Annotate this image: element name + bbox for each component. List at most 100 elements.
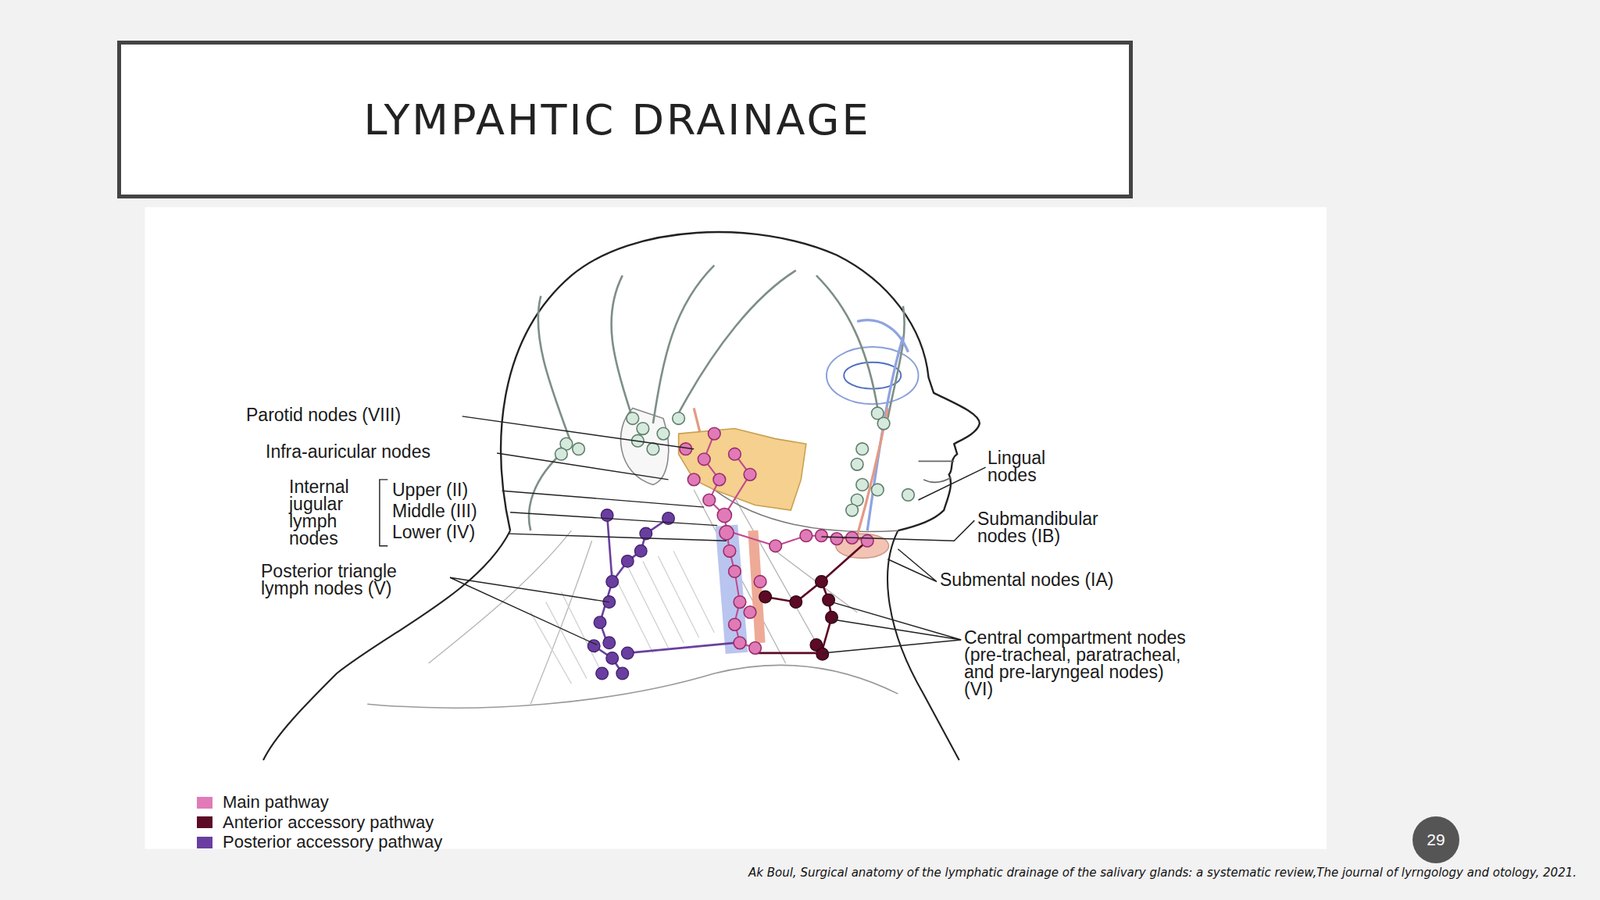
lymph-node-dot [657, 427, 670, 440]
leader-line [462, 416, 694, 450]
legend-row: Anterior accessory pathway [196, 812, 434, 833]
lymph-node-dot [728, 565, 742, 579]
lymph-node-dot [606, 575, 619, 589]
lymph-node-dot [846, 503, 859, 517]
slide-title: LYMPAHTIC DRAINAGE [363, 95, 871, 145]
facial-vein [857, 320, 908, 531]
anatomy-label: Submental nodes (IA) [939, 571, 1114, 589]
lymph-node-dot [733, 636, 747, 650]
lymph-node-dot [728, 618, 742, 632]
lymph-node-dot [815, 529, 829, 543]
leader-line [887, 549, 937, 583]
legend-label: Main pathway [222, 792, 329, 813]
muscle-hatching [530, 550, 715, 684]
lymph-node-dot [816, 647, 829, 661]
lymph-node-dot [743, 606, 757, 619]
lymph-node-dot [703, 493, 716, 507]
page-number-badge: 29 [1412, 816, 1460, 864]
leader-line [496, 453, 668, 480]
lymph-node-dot [719, 525, 734, 540]
lymph-node-dot [728, 447, 742, 461]
lymph-node-dot [626, 412, 640, 425]
anatomy-label: Lower (IV) [392, 523, 475, 541]
clavicle-outline [367, 664, 898, 708]
lymph-node-dot [871, 483, 884, 497]
lymph-node-dot [555, 447, 568, 461]
lymph-node-dot [600, 509, 614, 522]
legend-swatch [196, 816, 213, 829]
lymph-node-dot [621, 646, 634, 660]
title-box: LYMPAHTIC DRAINAGE [117, 40, 1133, 199]
lymph-node-dot [733, 596, 747, 609]
anatomy-label: Submandibular nodes (IB) [977, 510, 1126, 545]
leader-line [450, 577, 610, 645]
lymph-node-dot [697, 453, 711, 466]
lymph-node-dot [769, 539, 783, 553]
lymph-node-dot [616, 667, 629, 680]
lymphatic-vessel [528, 265, 905, 532]
lymph-node-dot [687, 473, 700, 486]
lymph-node-dot [596, 667, 609, 680]
anterior-pathway-line [755, 540, 868, 654]
lymph-node-dot [646, 442, 660, 456]
leader-line [918, 467, 986, 500]
legend-swatch [196, 836, 213, 849]
leader-line [510, 512, 718, 526]
head-outline [500, 232, 980, 531]
citation: Ak Boul, Surgical anatomy of the lymphat… [748, 865, 1577, 880]
anatomy-label: Internal jugular lymph nodes [289, 478, 368, 547]
lymph-node-dot [743, 468, 757, 482]
legend-label: Posterior accessory pathway [222, 832, 443, 853]
lymph-node-dot [634, 544, 647, 558]
anatomy-label: Posterior triangle lymph nodes (V) [260, 562, 449, 597]
lip-lines [918, 460, 955, 483]
lymph-node-dot [759, 590, 772, 604]
bracket [379, 479, 388, 547]
leader-line [507, 533, 727, 541]
anatomy-label: Central compartment nodes (pre-tracheal,… [964, 628, 1191, 698]
legend-row: Main pathway [196, 792, 329, 813]
leader-line [821, 520, 975, 541]
lymph-node-dot [723, 544, 736, 558]
legend-swatch [196, 796, 213, 809]
lymph-node-dot [850, 457, 864, 471]
lymph-node-dot [749, 642, 762, 655]
lymph-node-dot [707, 427, 721, 440]
lymph-node-dot [789, 596, 803, 609]
lymph-node-dot [877, 417, 890, 430]
page-number: 29 [1426, 830, 1445, 850]
lymph-node-dot [672, 412, 686, 425]
lymph-node-dot [860, 534, 874, 547]
muscle-outline [428, 479, 858, 704]
lymph-node-dot [800, 529, 813, 543]
lymph-node-dot [902, 489, 915, 502]
lymph-node-dot [593, 616, 607, 629]
lymph-node-dot [830, 532, 843, 546]
lymph-node-dot [636, 422, 650, 436]
legend-row: Posterior accessory pathway [196, 832, 443, 853]
parotid-gland [678, 428, 807, 511]
lymph-node-dot [856, 442, 869, 456]
leader-line [822, 602, 962, 654]
main-pathway-line [703, 433, 868, 648]
lymph-node-dot [822, 593, 836, 607]
lymph-node-dot [856, 478, 869, 492]
orbit-ring [826, 346, 919, 404]
figure-panel [144, 207, 1326, 850]
anatomy-label: Parotid nodes (VIII) [246, 406, 401, 424]
anatomy-label: Lingual nodes [987, 449, 1074, 484]
legend-label: Anterior accessory pathway [222, 812, 434, 833]
lymph-node-dot [753, 575, 767, 589]
anatomy-label: Infra-auricular nodes [265, 442, 431, 461]
lymph-node-dot [713, 473, 726, 486]
lymph-node-dot [717, 507, 732, 522]
lymph-node-dot [606, 652, 619, 665]
anatomy-label: Upper (II) [392, 481, 468, 499]
lymph-node-dot [603, 636, 616, 650]
leader-line [502, 490, 705, 508]
lymph-node-dot [815, 575, 829, 589]
anatomy-label: Middle (III) [392, 502, 478, 520]
